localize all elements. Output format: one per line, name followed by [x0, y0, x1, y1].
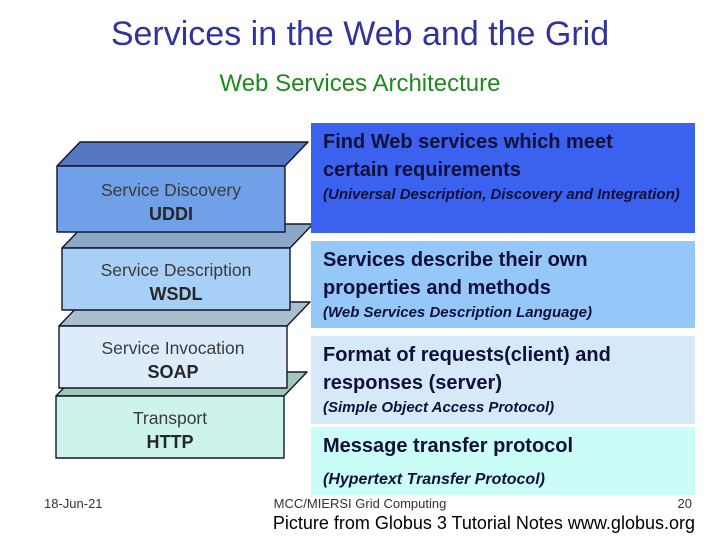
- callout-subtitle: (Web Services Description Language): [323, 304, 592, 321]
- layer-protocol-label: WSDL: [150, 284, 203, 304]
- callout-title: Format of requests(client) and responses…: [323, 344, 611, 394]
- layer-name-label: Service Invocation: [102, 338, 245, 358]
- footer-credit: Picture from Globus 3 Tutorial Notes www…: [272, 513, 695, 533]
- layer-front-face: [56, 165, 286, 233]
- footer-page-number: 20: [677, 496, 692, 511]
- callout-subtitle: (Hypertext Transfer Protocol): [323, 471, 545, 488]
- callout-wsdl: Services describe their own properties a…: [311, 241, 695, 328]
- layer-name-label: Transport: [133, 408, 207, 428]
- layer-protocol-label: SOAP: [147, 362, 198, 382]
- layer-top-face: [56, 141, 309, 167]
- layer-front-face: [58, 325, 288, 389]
- layer-name-label: Service Discovery: [101, 180, 241, 200]
- callout-soap: Format of requests(client) and responses…: [311, 336, 695, 424]
- footer-venue: MCC/MIERSI Grid Computing: [273, 496, 447, 511]
- callout-subtitle: (Universal Description, Discovery and In…: [323, 186, 680, 203]
- layer-protocol-label: UDDI: [149, 204, 193, 224]
- callout-title: Message transfer protocol: [323, 435, 574, 457]
- layer-protocol-label: HTTP: [147, 432, 194, 452]
- web-services-stack-diagram: Transport HTTP Service Invocation SOAP S…: [55, 141, 314, 459]
- callout-uddi: Find Web services which meet certain req…: [311, 123, 695, 233]
- slide-title: Services in the Web and the Grid: [110, 15, 610, 53]
- footer-date: 18-Jun-21: [44, 496, 103, 511]
- stack-layer-service-invocation: Service Invocation SOAP: [58, 301, 311, 389]
- stack-layer-service-discovery: Service Discovery UDDI: [56, 141, 309, 233]
- callout-http: Message transfer protocol (Hypertext Tra…: [311, 427, 695, 495]
- layer-front-face: [61, 247, 291, 311]
- callout-subtitle: (Simple Object Access Protocol): [323, 399, 555, 416]
- callout-title: Find Web services which meet certain req…: [323, 131, 613, 181]
- layer-front-face: [55, 395, 285, 459]
- slide-subtitle: Web Services Architecture: [219, 70, 501, 97]
- callout-title: Services describe their own properties a…: [323, 249, 588, 299]
- layer-name-label: Service Description: [101, 260, 252, 280]
- stack-layer-service-description: Service Description WSDL: [61, 223, 314, 311]
